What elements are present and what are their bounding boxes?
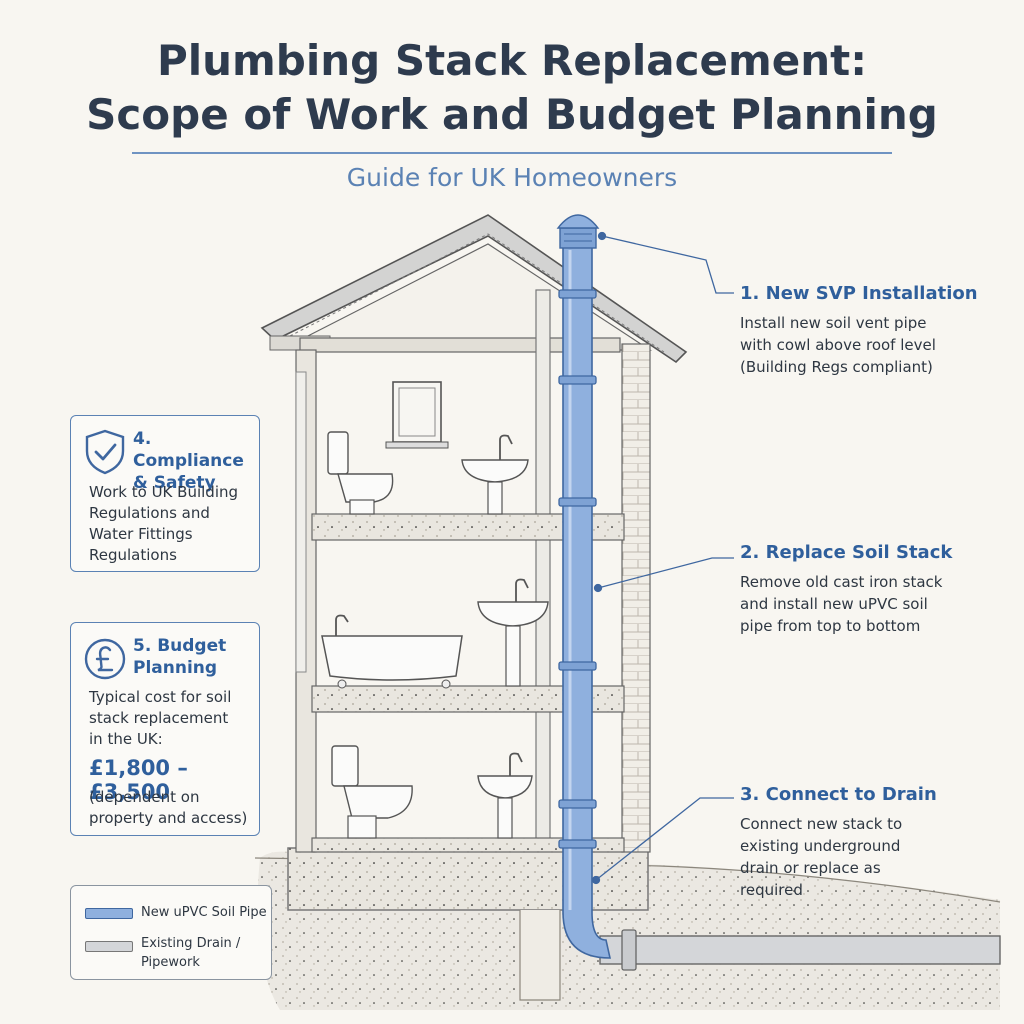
callout-heading: 2. Replace Soil Stack [740,542,953,563]
legend-label-existing-pipe: Existing Drain / Pipework [141,936,241,970]
floor-slab-ground [311,837,625,853]
budget-cost-range: £1,800 – £3,500 [89,756,188,804]
callout-text: Connect new stack to existing undergroun… [740,815,903,899]
toilet-top-floor [327,431,394,515]
basin-ground-floor [477,752,533,839]
toilet-ground-floor [331,745,413,839]
callout-replace-soil-stack: 2. Replace Soil Stack Remove old cast ir… [740,541,952,637]
budget-box: 5. Budget Planning Typical cost for soil… [70,622,260,836]
budget-note: (dependent on property and access) [89,788,248,827]
callout-leaders [591,231,734,885]
callout-heading: 1. New SVP Installation [740,283,978,304]
vent-cowl [556,214,600,249]
callout-heading: 3. Connect to Drain [740,784,937,805]
bath-middle-floor [321,614,463,689]
title-line-1: Plumbing Stack Replacement: [156,36,868,85]
legend-label-new-pipe: New uPVC Soil Pipe [141,905,267,920]
compliance-box: 4. Compliance & Safety Work to UK Buildi… [70,415,260,572]
callout-text: Install new soil vent pipe with cowl abo… [740,314,936,376]
right-brick-wall [621,343,651,853]
pound-coin-icon [84,638,126,680]
legend-swatch-existing-pipe [85,941,133,952]
callout-svp-installation: 1. New SVP Installation Install new soil… [740,282,978,378]
budget-text: Typical cost for soil stack replacement … [89,688,232,748]
callout-text: Remove old cast iron stack and install n… [740,573,943,635]
drain-trench [519,910,561,1001]
subtitle: Guide for UK Homeowners [346,163,678,192]
page-title: Plumbing Stack Replacement: Scope of Wor… [0,34,1024,142]
compliance-text: Work to UK Building Regulations and Wate… [89,483,239,564]
left-downpipe [295,371,307,673]
window [385,381,449,449]
basin-top-floor [461,434,529,515]
callout-connect-to-drain: 3. Connect to Drain Connect new stack to… [740,783,937,901]
existing-drain-pipe [599,929,1001,971]
title-divider [132,152,892,154]
budget-heading: 5. Budget Planning [133,636,227,678]
legend: New uPVC Soil Pipe Existing Drain / Pipe… [70,885,272,980]
title-line-2: Scope of Work and Budget Planning [86,90,938,139]
legend-swatch-new-pipe [85,908,133,919]
inner-wall [535,289,551,851]
shield-check-icon [85,429,125,475]
compliance-heading: 4. Compliance & Safety [133,429,244,493]
basin-middle-floor [477,578,549,687]
pipe-collars [558,289,597,849]
